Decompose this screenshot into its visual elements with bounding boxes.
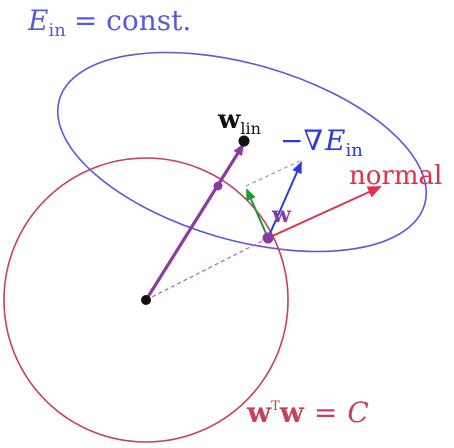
neg-gradient-E: E xyxy=(324,124,345,157)
ellipse-label-E: E xyxy=(27,4,48,37)
circle-intersection-point xyxy=(213,181,223,191)
ellipse-label-sub: in xyxy=(48,20,66,41)
constraint-circle xyxy=(3,157,289,443)
wlin-label: wlin xyxy=(217,105,261,138)
tangent-component-arrow xyxy=(246,188,269,239)
wlin-label-main: w xyxy=(217,105,241,135)
circle-label-w: w xyxy=(246,396,272,429)
circle-label: wTw = C xyxy=(246,396,369,429)
normal-arrow xyxy=(267,186,382,239)
ellipse-label-rest: = const. xyxy=(74,4,191,37)
circle-label-eq: = xyxy=(314,396,337,429)
ellipse-label: Ein = const. xyxy=(27,4,191,41)
neg-gradient-label: −∇Ein xyxy=(280,124,363,161)
circle-label-w2: w xyxy=(279,396,305,429)
neg-gradient-arrow xyxy=(267,161,302,239)
circle-label-C: C xyxy=(347,396,368,429)
w-point xyxy=(262,232,274,244)
dashed-center-to-w xyxy=(145,237,269,301)
wlin-point xyxy=(238,135,250,147)
wlin-arrow xyxy=(144,143,245,301)
ein-constant-ellipse xyxy=(56,51,428,253)
origin-point xyxy=(141,295,151,305)
neg-gradient-symbol: −∇ xyxy=(280,124,323,157)
normal-label: normal xyxy=(349,161,442,191)
wlin-label-sub: lin xyxy=(240,119,261,138)
neg-gradient-sub: in xyxy=(345,140,363,161)
circle-label-T: T xyxy=(271,399,280,414)
w-point-label: w xyxy=(271,202,292,228)
